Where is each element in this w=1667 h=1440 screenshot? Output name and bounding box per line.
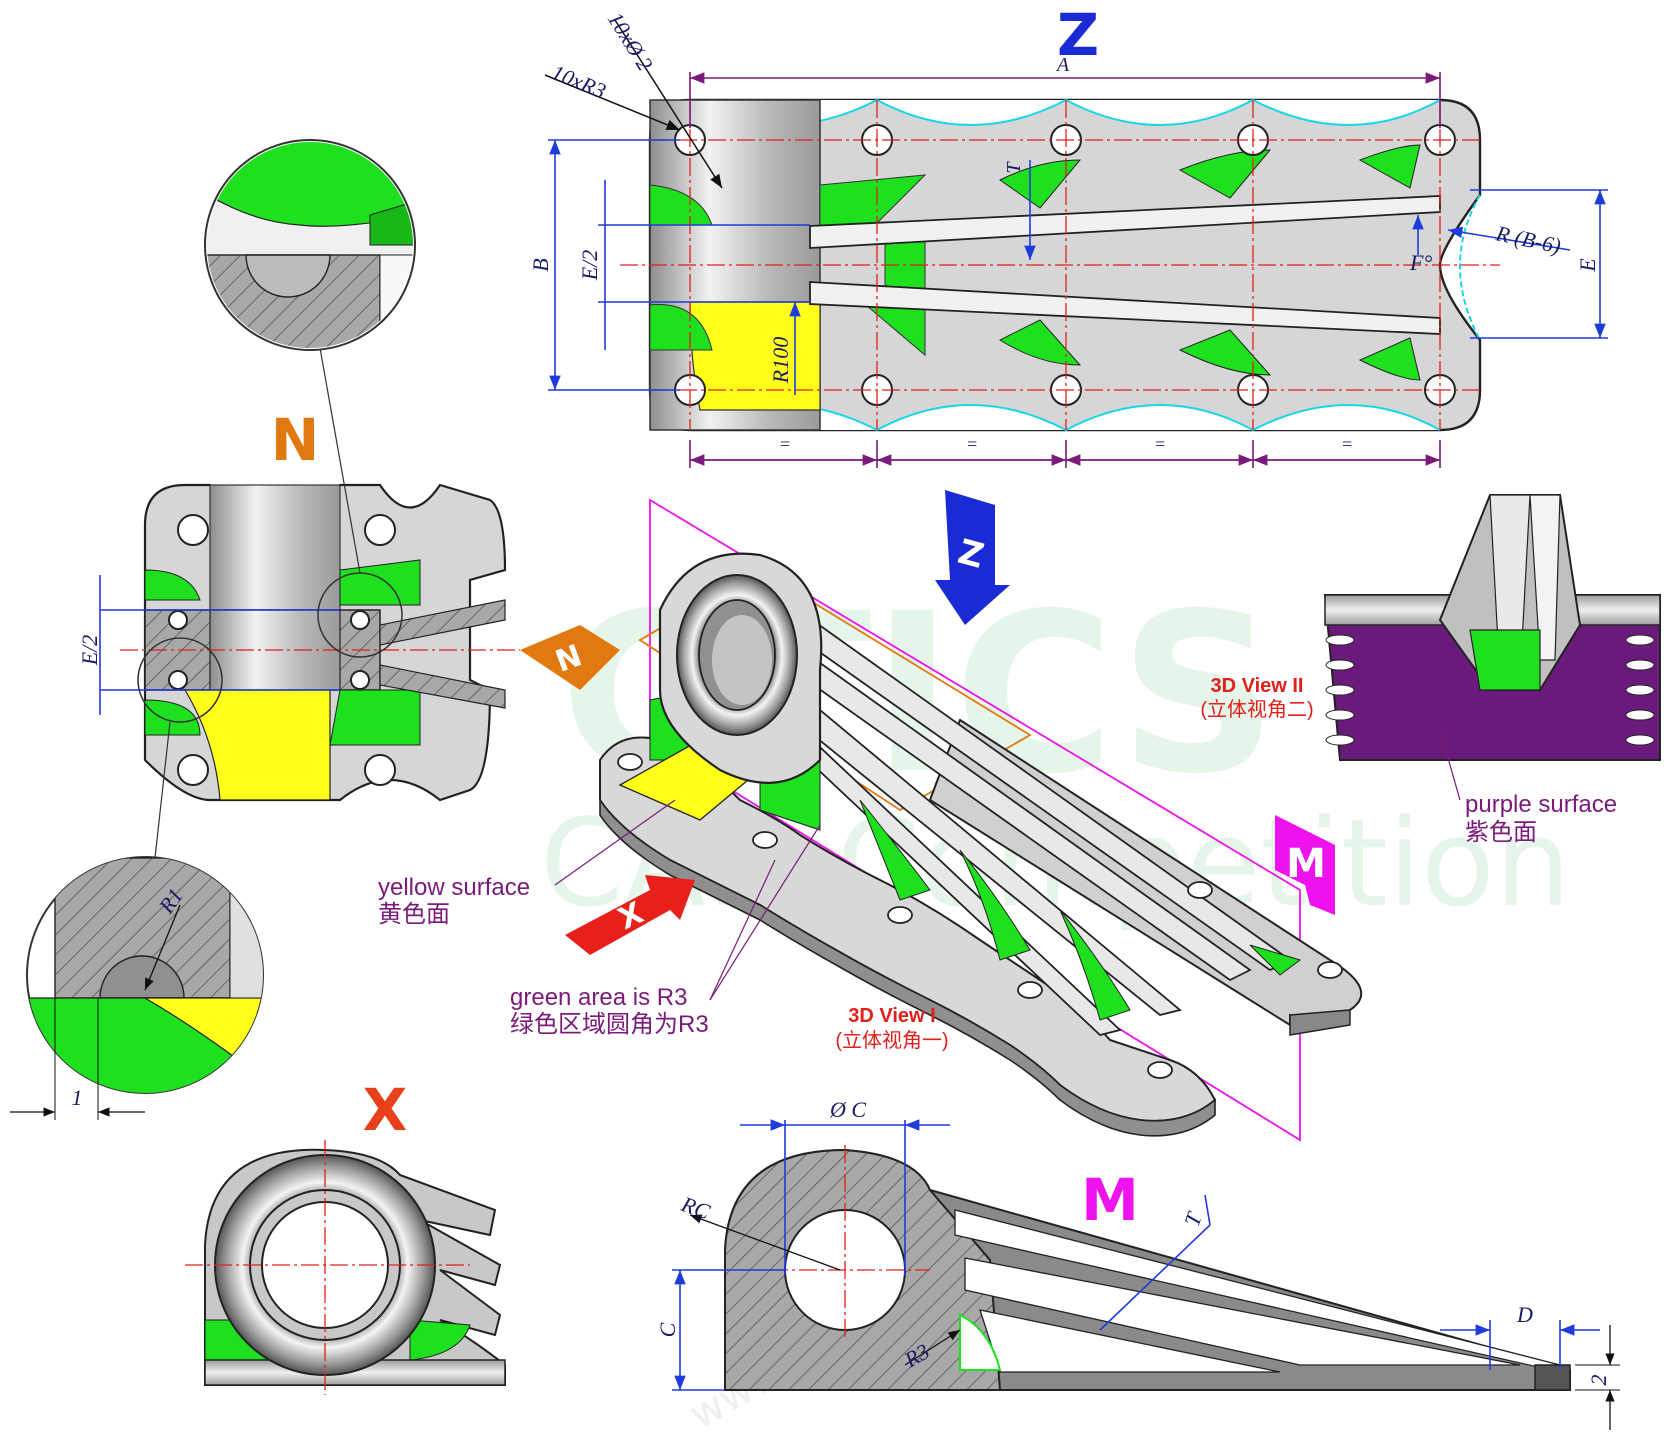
dim-c: C xyxy=(655,1322,680,1337)
view-z-fins xyxy=(809,144,1441,381)
dim-eq: = xyxy=(1154,434,1166,454)
view-z-centerlines xyxy=(620,100,1500,430)
view-3d-2: 3D View II (立体视角二) purple surface 紫色面 xyxy=(1200,494,1661,846)
dim-eq: = xyxy=(966,434,978,454)
detail-callout-circle xyxy=(137,637,223,723)
view-n-letter: N xyxy=(271,406,320,474)
dim-e: E xyxy=(1575,258,1600,273)
dim-phi-c: Ø C xyxy=(829,1097,866,1122)
view-n-green-fillet xyxy=(144,699,201,736)
leader-line xyxy=(154,721,171,859)
iso-base-edge xyxy=(599,797,1216,1137)
dim-d: D xyxy=(1516,1302,1533,1327)
yellow-label-cn: 黄色面 xyxy=(378,901,450,928)
detail-bottom: R1 1 xyxy=(10,856,264,1120)
view-z-green-fillet xyxy=(649,304,713,351)
view-z: Z xyxy=(528,1,1608,468)
dim-a: A xyxy=(1055,54,1070,76)
dim-one: 1 xyxy=(72,1085,83,1110)
arrow-m-letter: M xyxy=(1286,841,1326,887)
view-n-fin-section xyxy=(379,599,506,646)
dim-e-half: E/2 xyxy=(577,250,602,282)
arrow-n: N xyxy=(520,625,620,690)
dim-eq: = xyxy=(1341,434,1353,454)
view1-label-cn: (立体视角一) xyxy=(835,1029,948,1052)
yellow-label: yellow surface xyxy=(378,874,530,901)
view-3d-1: Z N X M 3D View I (立体视角一) yellow surface… xyxy=(378,490,1363,1142)
dim-fillets: 10xR3 xyxy=(548,59,609,103)
view1-label: 3D View I xyxy=(848,1005,935,1027)
view2-label: 3D View II xyxy=(1210,675,1303,697)
view-n-fin-section xyxy=(379,664,506,709)
section-plane-m xyxy=(649,498,1301,1142)
green-label: green area is R3 xyxy=(510,984,687,1011)
leader-purple xyxy=(1439,729,1461,801)
view-n: N E/2 xyxy=(77,347,520,859)
view-x: X xyxy=(185,1076,506,1395)
view-n-yellow-surface xyxy=(183,689,331,801)
view-n-green-fillet xyxy=(144,569,201,601)
leader-line xyxy=(319,347,361,574)
view-x-letter: X xyxy=(363,1076,408,1144)
view-m: M Ø C RC C R3 T D xyxy=(655,1097,1620,1430)
detail-top xyxy=(204,139,416,351)
view-n-holes xyxy=(168,514,396,786)
view2-label-cn: (立体视角二) xyxy=(1200,698,1313,721)
view-m-letter: M xyxy=(1081,1166,1139,1234)
purple-holes xyxy=(1325,634,1655,746)
dim-two: 2 xyxy=(1586,1375,1611,1386)
view-z-letter: Z xyxy=(1057,1,1099,69)
green-label-cn: 绿色区域圆角为R3 xyxy=(510,1011,709,1038)
dim-b: B xyxy=(528,258,553,271)
dim-t-m: T xyxy=(1179,1208,1207,1230)
dim-r-b6: R (B-6) xyxy=(1493,220,1563,258)
leader-yellow xyxy=(554,799,676,886)
dim-holes: 10xØ 2 xyxy=(603,7,658,75)
view-z-scallop-right xyxy=(1459,194,1481,341)
dim-rc: RC xyxy=(677,1191,713,1225)
arrow-m: M xyxy=(1275,815,1335,915)
dim-f-deg: F° xyxy=(1409,250,1432,275)
view-n-bore xyxy=(209,484,341,626)
purple-label: purple surface xyxy=(1465,791,1617,818)
leader-green xyxy=(709,824,821,1001)
arrow-z: Z xyxy=(935,490,1010,625)
view-z-yellow-surface xyxy=(689,301,821,411)
dim-eq: = xyxy=(779,434,791,454)
dim-t-top: T xyxy=(1003,161,1025,174)
view-n-green-fillet xyxy=(329,689,421,746)
iso-holes xyxy=(617,753,1343,1079)
dim-r100: R100 xyxy=(768,337,793,384)
dim-e-half-n: E/2 xyxy=(77,635,102,667)
purple-label-cn: 紫色面 xyxy=(1465,819,1537,846)
